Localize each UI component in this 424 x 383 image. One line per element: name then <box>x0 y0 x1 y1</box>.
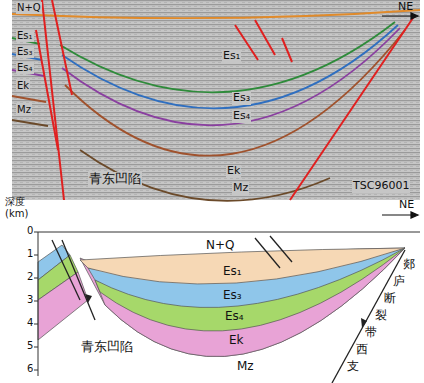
axis-tick: 0 <box>26 225 34 237</box>
layer-label: Es₁ <box>222 265 243 279</box>
layer-label: Mz <box>16 104 32 116</box>
layer-label: Es₃ <box>16 46 34 58</box>
profile-id: TSC96001 <box>352 180 410 193</box>
faults <box>52 236 405 383</box>
axis-tick: 5 <box>26 340 34 352</box>
layer-label: N+Q <box>16 2 42 14</box>
layer-label: N+Q <box>205 239 235 253</box>
axis-tick: 6 <box>26 363 34 375</box>
horizons <box>12 10 420 201</box>
layer-label: Es₃ <box>232 92 251 105</box>
seismic-panel <box>12 0 420 200</box>
axis-tick: 3 <box>26 294 34 306</box>
strata <box>38 245 405 357</box>
layer-label: Ek <box>228 334 245 348</box>
direction-label: NE <box>398 199 415 212</box>
layer-label: Es₄ <box>224 310 245 324</box>
layer-label: Es₃ <box>222 289 243 303</box>
basin-name: 青东凹陷 <box>80 340 134 355</box>
layer-label: Es₁ <box>16 30 34 42</box>
layer-label: Es₄ <box>16 62 34 74</box>
ground-line <box>38 232 420 233</box>
layer-label: Ek <box>226 165 241 178</box>
axis-title: 深度 (km) <box>4 196 34 219</box>
depth-axis <box>34 232 38 376</box>
layer-label: Mz <box>236 360 255 374</box>
axis-tick: 2 <box>26 271 34 283</box>
layer-label: Mz <box>232 182 249 195</box>
direction-label: NE <box>397 1 414 14</box>
layer-label: Es₄ <box>232 110 251 123</box>
layer-label: Ek <box>16 80 30 92</box>
basin-name: 青东凹陷 <box>88 172 142 187</box>
axis-tick: 1 <box>26 248 34 260</box>
axis-tick: 4 <box>26 317 34 329</box>
layer-label: Es₁ <box>222 50 241 63</box>
faults <box>36 0 415 200</box>
